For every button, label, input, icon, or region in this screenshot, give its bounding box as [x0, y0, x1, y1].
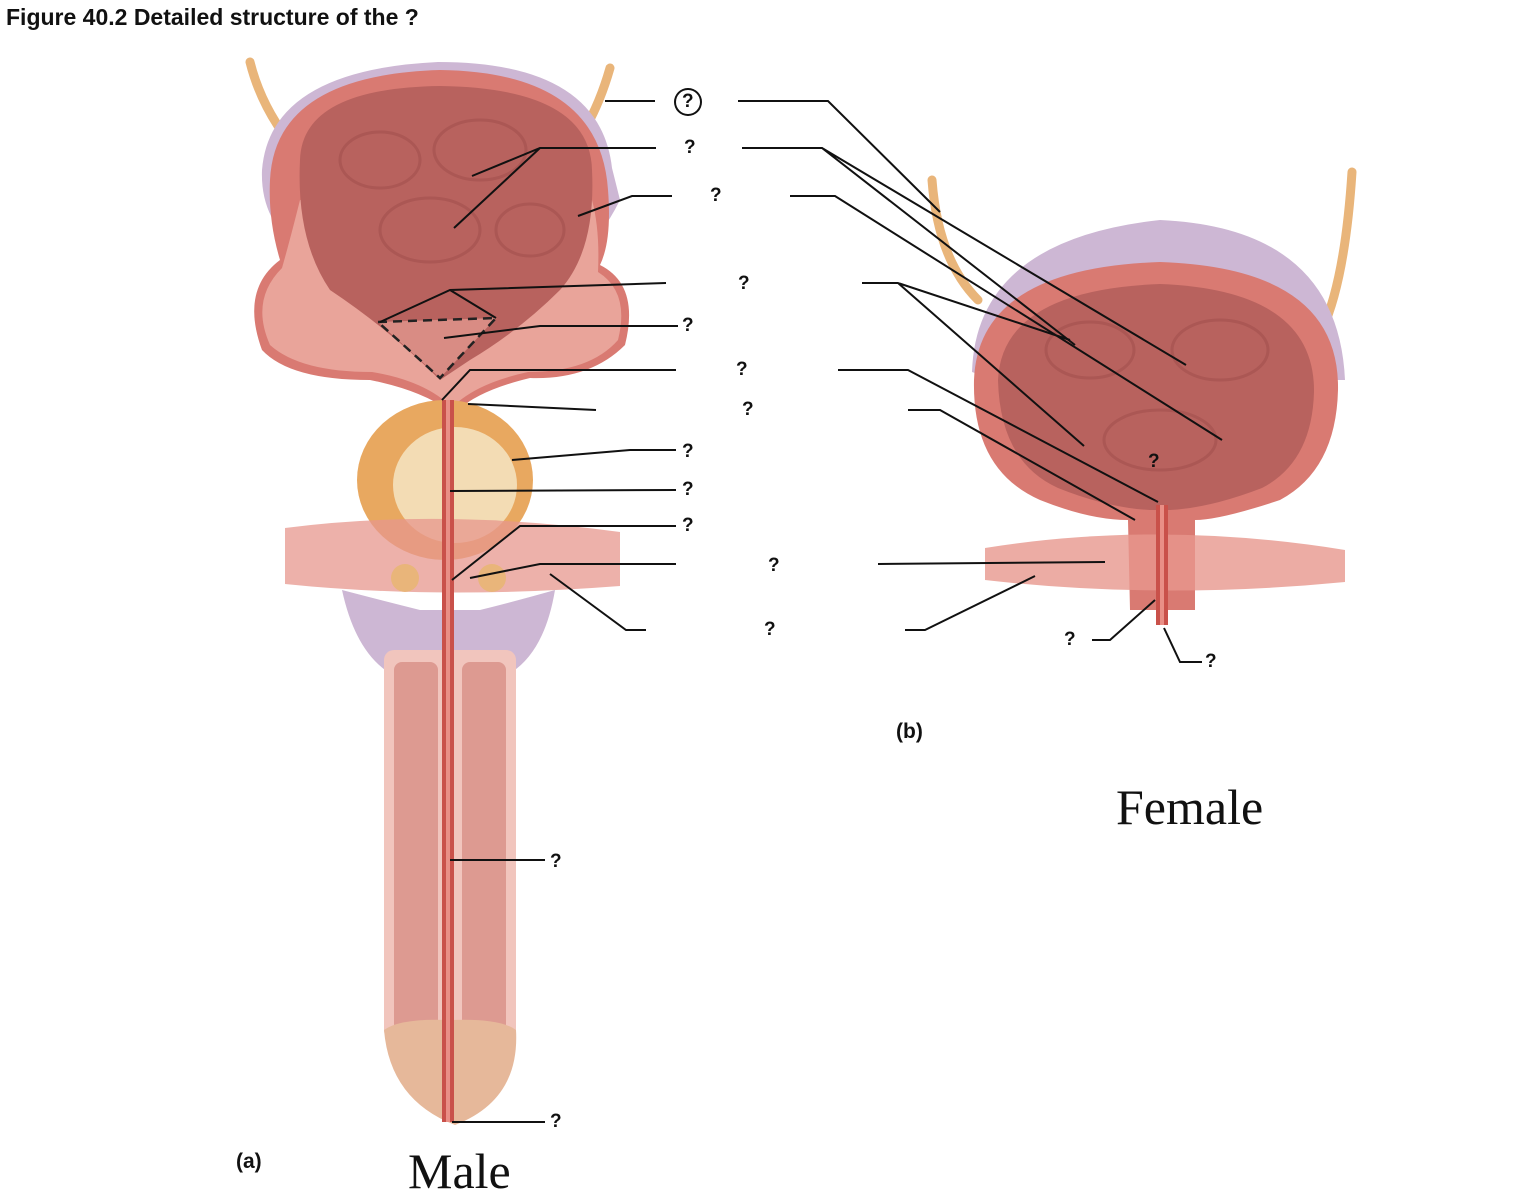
leader-9-male	[449, 489, 677, 492]
leader-12-female	[905, 575, 1036, 631]
leader-3-male	[577, 195, 672, 217]
label-5[interactable]: ?	[682, 315, 694, 336]
leader-2-male	[453, 147, 656, 229]
leader-15	[1092, 599, 1156, 641]
male-bulbourethral-right	[478, 564, 506, 592]
label-17[interactable]: ?	[550, 1111, 562, 1132]
label-15[interactable]: ?	[1205, 651, 1217, 672]
leader-8-male	[511, 449, 676, 461]
leader-7-female	[908, 409, 1136, 521]
label-13[interactable]: ?	[1148, 451, 1160, 472]
male-rugae-2	[432, 118, 528, 182]
male-corpus-cavernosum-left	[394, 662, 438, 1032]
label-8[interactable]: ?	[682, 441, 694, 462]
female-rugae-3	[1102, 408, 1218, 472]
figure-title: Figure 40.2 Detailed structure of the ?	[6, 4, 419, 30]
label-9[interactable]: ?	[682, 479, 694, 500]
leader-4-female	[862, 282, 1085, 447]
label-2[interactable]: ?	[684, 137, 696, 158]
label-16[interactable]: ?	[550, 851, 562, 872]
female-serosa	[972, 220, 1345, 380]
leader-6-female	[838, 369, 1159, 503]
label-14[interactable]: ?	[1064, 629, 1076, 650]
label-10[interactable]: ?	[682, 515, 694, 536]
male-bulbourethral-left	[391, 564, 419, 592]
leader-7-male	[467, 403, 597, 411]
leader-6-male	[441, 369, 676, 401]
male-bladder-illustration	[245, 57, 630, 1125]
male-rugae-4	[494, 202, 566, 258]
male-bladder-lumen	[299, 86, 593, 380]
label-4[interactable]: ?	[738, 273, 750, 294]
female-ureter-left	[927, 175, 983, 305]
female-bladder-lumen	[998, 284, 1315, 510]
male-prostate-inner	[393, 427, 517, 543]
female-rugae-2	[1170, 318, 1270, 382]
leader-lines	[379, 100, 1223, 1123]
caption-female: Female	[1116, 779, 1264, 835]
label-12[interactable]: ?	[764, 619, 776, 640]
leader-4-male	[379, 282, 667, 323]
leader-10-male	[451, 525, 676, 581]
male-rugae-1	[338, 130, 422, 190]
male-rugae-3	[378, 196, 482, 264]
leader-12-male	[549, 573, 646, 631]
female-rugae-1	[1044, 320, 1136, 380]
leader-11-male	[469, 563, 676, 579]
female-bladder-illustration	[927, 167, 1357, 625]
label-11[interactable]: ?	[768, 555, 780, 576]
male-corpus-cavernosum-right	[462, 662, 506, 1032]
label-1[interactable]: ?	[674, 88, 702, 116]
leader-1-female	[738, 100, 941, 213]
panel-label-b: (b)	[896, 720, 923, 743]
panel-label-a: (a)	[236, 1150, 262, 1173]
leader-16	[1163, 627, 1202, 663]
leader-3-female	[790, 195, 1223, 441]
label-1-circle: ?	[674, 88, 702, 116]
leader-2-female	[742, 147, 1187, 366]
label-6[interactable]: ?	[736, 359, 748, 380]
male-trigone	[374, 316, 499, 380]
label-3[interactable]: ?	[710, 185, 722, 206]
leader-5-male	[443, 325, 678, 339]
leader-11-female	[877, 561, 1106, 565]
caption-male: Male	[408, 1143, 511, 1199]
label-7[interactable]: ?	[742, 399, 754, 420]
